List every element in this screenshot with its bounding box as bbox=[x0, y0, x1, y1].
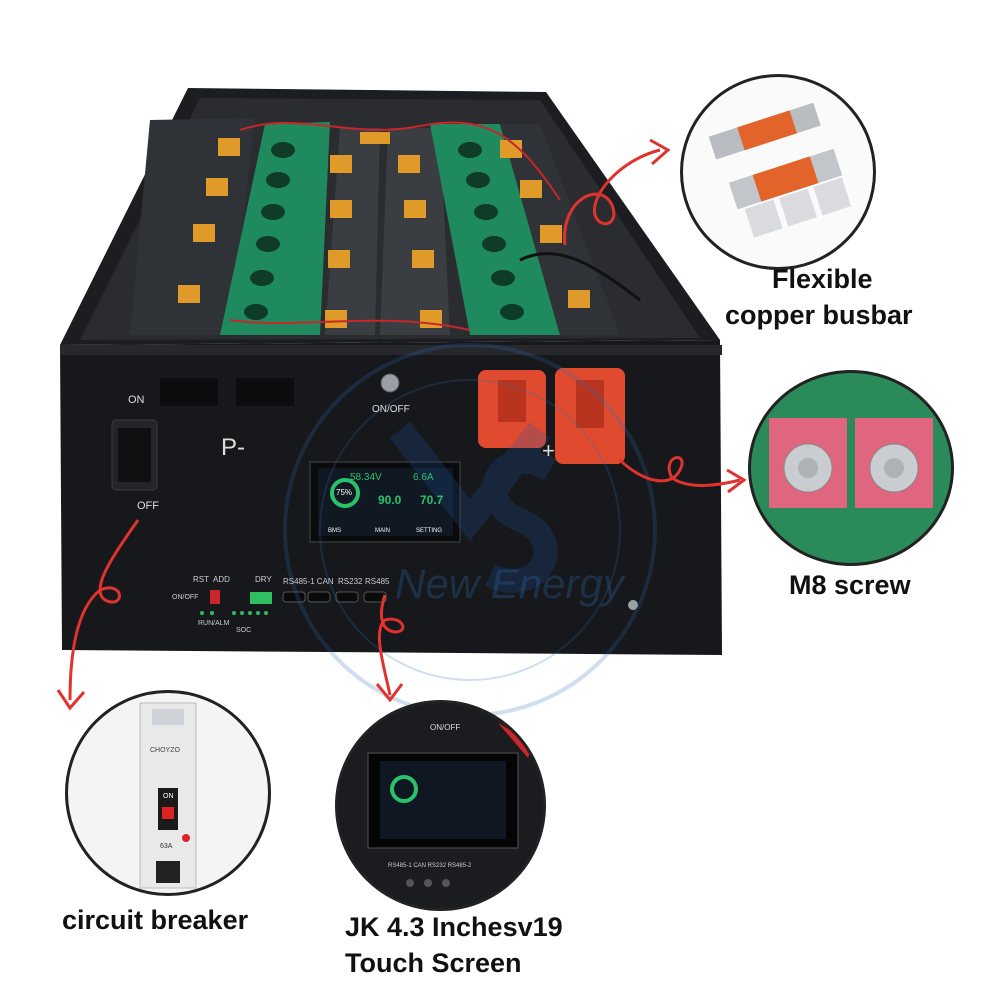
screw-callout-circle bbox=[748, 370, 954, 566]
screw-label: M8 screw bbox=[789, 570, 911, 600]
negative-terminal-label: P- bbox=[221, 434, 245, 461]
copper-busbar-photo bbox=[708, 102, 852, 238]
m8-screw-photo bbox=[769, 418, 933, 508]
touch-screen-photo bbox=[367, 723, 533, 887]
port-rs232-label: RS232 bbox=[338, 577, 363, 586]
switch-on-label: ON bbox=[128, 394, 145, 406]
touchscreen-label-line2: Touch Screen bbox=[345, 948, 522, 978]
breaker-on-label: ON bbox=[163, 793, 174, 800]
breaker-callout-circle: CHOYZO ON 63A bbox=[65, 690, 271, 896]
watermark-text: New Energy bbox=[395, 560, 624, 607]
port-rs485-can-label: RS485-1 CAN bbox=[283, 577, 334, 586]
port-dry-label: DRY bbox=[255, 575, 272, 584]
screen-button-bms[interactable]: BMS bbox=[328, 528, 342, 534]
touch-onoff-label: ON/OFF bbox=[430, 723, 461, 732]
positive-terminal bbox=[478, 368, 625, 464]
positive-terminal-label: + bbox=[542, 438, 555, 463]
front-panel bbox=[111, 368, 638, 615]
screen-button-main[interactable]: MAIN bbox=[375, 528, 390, 534]
port-rs485-label: RS485 bbox=[365, 577, 390, 586]
breaker-brand-label: CHOYZO bbox=[150, 747, 180, 754]
indicator-soc-label: SOC bbox=[236, 627, 252, 634]
battery-pack bbox=[130, 118, 641, 335]
switch-off-label: OFF bbox=[137, 500, 159, 512]
screen-big-right: 70.7 bbox=[420, 493, 444, 507]
circuit-breaker-photo bbox=[139, 702, 197, 889]
breaker-label: circuit breaker bbox=[62, 905, 249, 935]
screen-current: 6.6A bbox=[413, 472, 434, 483]
callout-arrows bbox=[56, 138, 747, 711]
touch-ports-label: RS485-1 CAN RS232 RS485-2 bbox=[388, 863, 472, 869]
screen-button-setting[interactable]: SETTING bbox=[416, 528, 443, 534]
busbar-callout-circle bbox=[680, 74, 876, 270]
touchscreen-callout-circle: ON/OFF RS485-1 CAN RS232 RS485-2 bbox=[335, 700, 546, 911]
indicator-run-alm-label: RUN/ALM bbox=[198, 620, 230, 627]
touchscreen-label-line1: JK 4.3 Inchesv19 bbox=[345, 912, 563, 942]
screen-voltage: 58.34V bbox=[350, 472, 382, 483]
screen-big-left: 90.0 bbox=[378, 493, 402, 507]
busbar-label-line2: copper busbar bbox=[725, 300, 913, 330]
screen-soc: 75% bbox=[336, 488, 353, 497]
indicator-onoff-label: ON/OFF bbox=[172, 594, 199, 601]
breaker-rating-label: 63A bbox=[160, 843, 173, 850]
busbar-label-line1: Flexible bbox=[772, 264, 873, 294]
port-rst-label: RST bbox=[193, 575, 209, 584]
onoff-button-label: ON/OFF bbox=[372, 404, 410, 415]
port-add-label: ADD bbox=[213, 575, 230, 584]
